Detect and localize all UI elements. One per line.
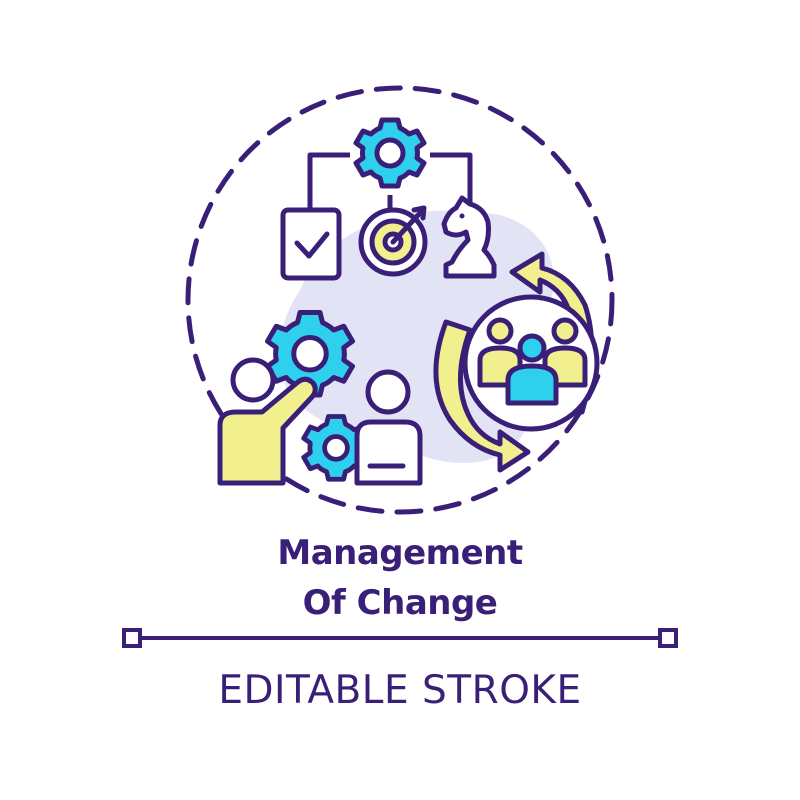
editable-stroke-caption: EDITABLE STROKE <box>218 668 582 713</box>
colleague-icon <box>354 369 423 486</box>
title-line-1: Management <box>277 533 523 573</box>
presenter-icon <box>217 357 318 486</box>
checklist-icon <box>280 207 342 281</box>
divider-line <box>122 628 678 648</box>
connector-lines <box>307 152 473 210</box>
team-group-icon <box>462 294 600 432</box>
chess-knight-icon <box>441 195 497 279</box>
dashed-circle <box>185 85 615 515</box>
gear-icon <box>304 417 369 480</box>
gear-icon <box>268 313 353 396</box>
title-line-2: Of Change <box>302 583 498 623</box>
arrow-icon <box>390 205 427 245</box>
gear-icon <box>356 120 424 186</box>
